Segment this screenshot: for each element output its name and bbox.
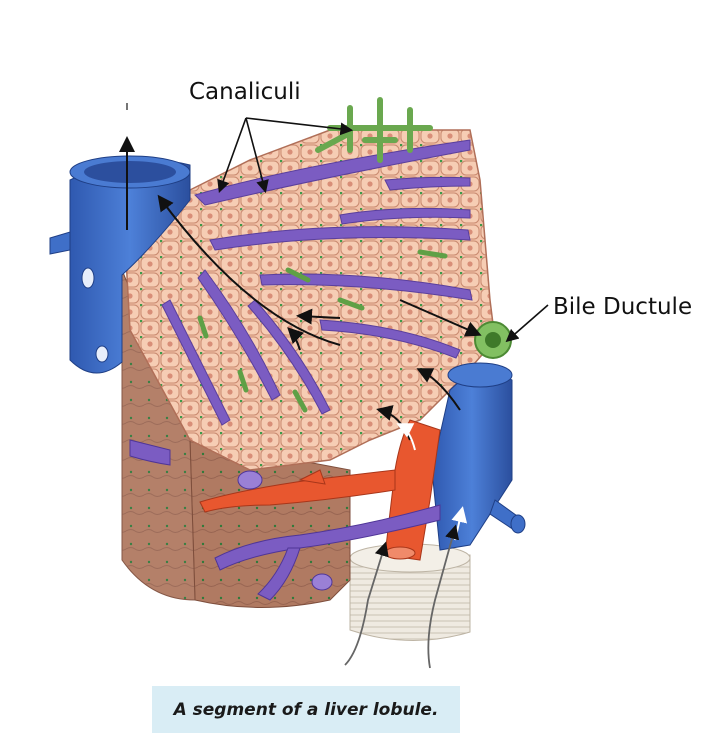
caption-text: A segment of a liver lobule. — [173, 699, 439, 720]
canaliculi-leaders — [217, 117, 354, 194]
lobule-tissue-face — [121, 269, 351, 608]
central-vein-left — [49, 155, 191, 374]
inflow-arrows — [126, 103, 460, 669]
canaliculi-label: Canaliculi — [189, 79, 301, 105]
bile-ductule-leader — [505, 304, 549, 343]
bile-canaliculi-segments — [197, 249, 448, 413]
bile-ductule-structure — [474, 321, 512, 359]
blood-flow-arrows — [119, 136, 482, 441]
portal-vein-branches — [129, 439, 441, 601]
caption-box: A segment of a liver lobule. — [152, 686, 460, 733]
central-vein-right — [431, 362, 526, 551]
bile-ductule-label: Bile Ductule — [553, 294, 693, 320]
